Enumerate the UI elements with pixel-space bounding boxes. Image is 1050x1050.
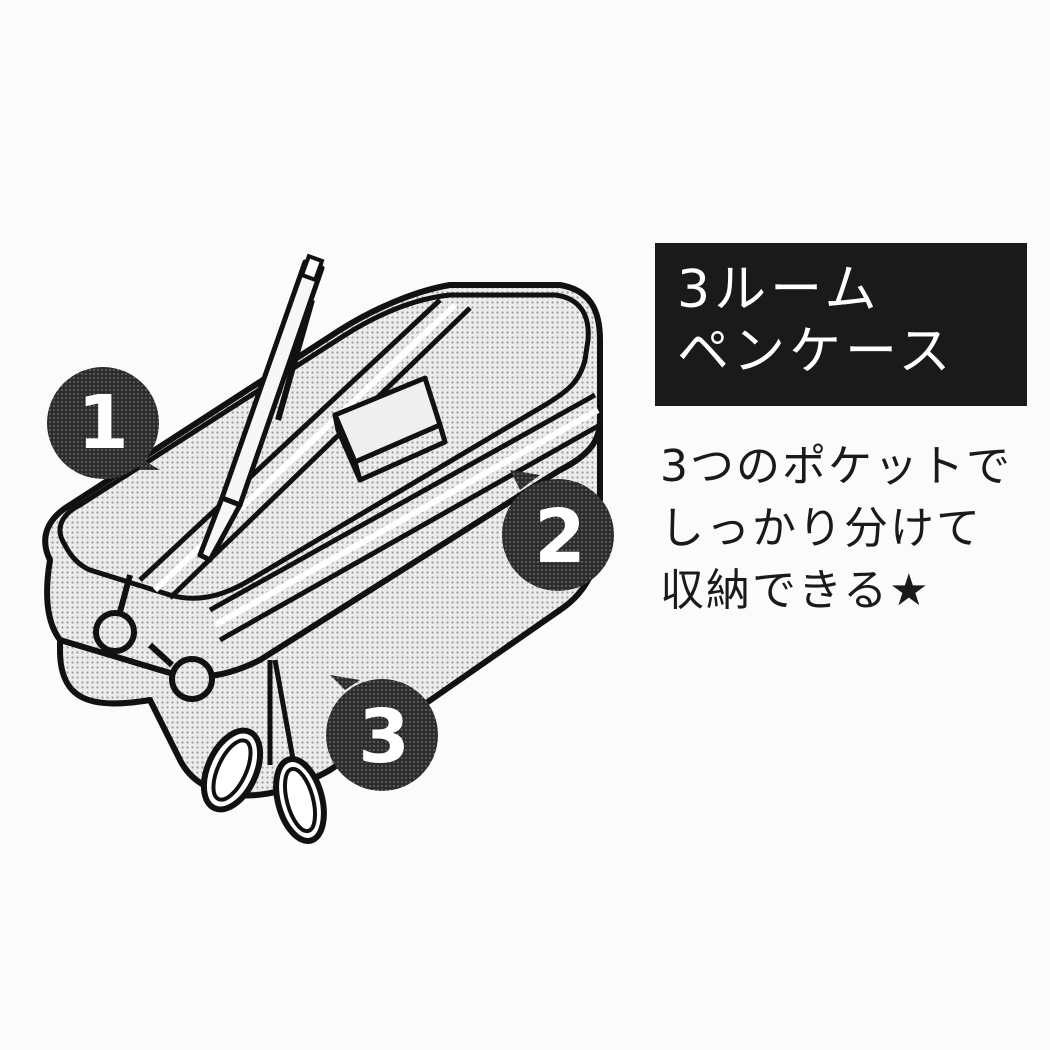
eraser-icon <box>332 375 448 483</box>
description-line-3: 収納できる★ <box>660 565 931 616</box>
title-line-2: ペンケース <box>677 322 955 382</box>
svg-text:1: 1 <box>77 380 129 466</box>
badge-2: 2 <box>502 470 614 591</box>
description-line-1: 3つのポケットで <box>660 441 1012 492</box>
zipper-pull-right <box>147 642 215 702</box>
pen-icon <box>197 253 325 563</box>
badge-3: 3 <box>326 675 438 791</box>
feature-description: 3つのポケットで しっかり分けて 収納できる★ <box>660 436 1040 622</box>
case-body <box>42 282 603 680</box>
description-line-2: しっかり分けて <box>660 503 982 554</box>
svg-text:2: 2 <box>534 494 586 580</box>
product-title-box: 3ルーム ペンケース <box>655 243 1027 406</box>
title-line-1: 3ルーム <box>677 260 881 320</box>
scissors-icon <box>200 659 327 844</box>
zipper-pull-left <box>93 574 137 654</box>
badge-1: 1 <box>47 367 160 479</box>
svg-text:3: 3 <box>358 694 410 780</box>
